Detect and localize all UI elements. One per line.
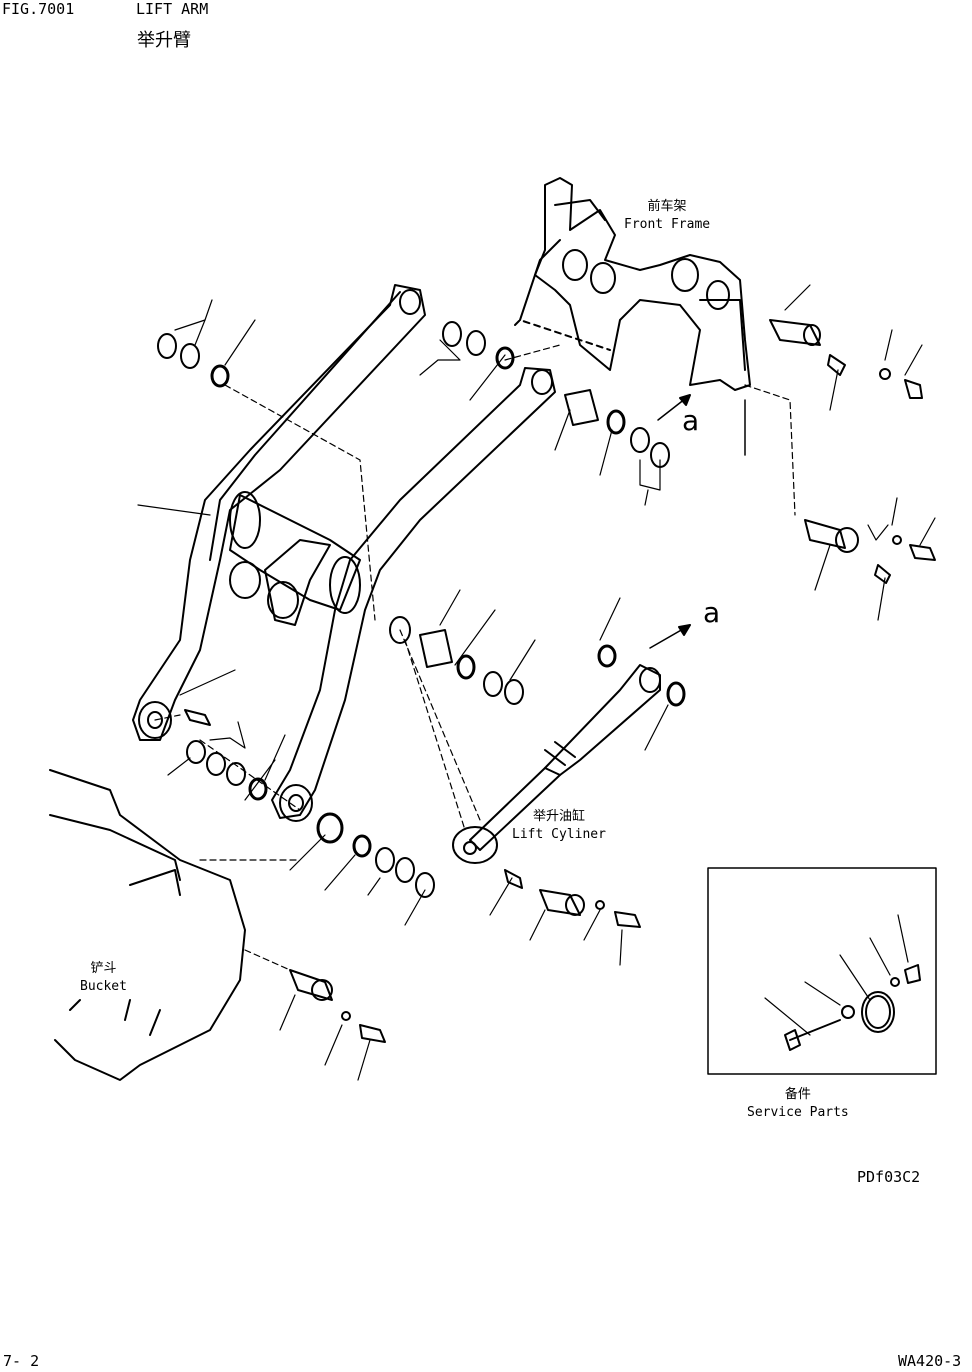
figure-number: FIG.7001 xyxy=(2,0,75,18)
lift-cylinder xyxy=(453,665,660,863)
leader-lines xyxy=(138,285,935,1080)
lift-cylinder-label-cn: 举升油缸 xyxy=(532,809,585,824)
ref-mark-a-upper: a xyxy=(682,404,700,437)
figure-title-en: LIFT ARM xyxy=(136,0,209,18)
front-frame-label: 前车架 Front Frame xyxy=(624,198,710,233)
front-frame-label-en: Front Frame xyxy=(624,216,711,232)
ref-arrow-lower xyxy=(650,625,690,648)
figure-title-cn: 举升臂 xyxy=(137,30,191,51)
service-parts-label-cn: 备件 xyxy=(784,1087,811,1102)
service-parts-box xyxy=(708,868,936,1074)
lift-cylinder-label-en: Lift Cyliner xyxy=(512,826,606,842)
bucket-label: 铲斗 Bucket xyxy=(80,960,127,995)
ref-arrow-upper xyxy=(658,395,690,420)
bucket-label-en: Bucket xyxy=(80,978,127,994)
small-parts xyxy=(158,320,935,1042)
model-number: WA420-3 xyxy=(898,1352,962,1370)
cross-tube xyxy=(230,492,360,625)
lift-cylinder-label: 举升油缸 Lift Cyliner xyxy=(512,808,606,843)
assembly-centerlines xyxy=(155,345,795,970)
front-frame-label-cn: 前车架 xyxy=(647,199,687,214)
front-frame-drawing xyxy=(515,178,750,455)
service-parts-label-en: Service Parts xyxy=(747,1104,849,1120)
service-parts-label: 备件 Service Parts xyxy=(747,1086,849,1121)
page-number: 7- 2 xyxy=(3,1352,40,1370)
drawing-code: PDf03C2 xyxy=(857,1168,921,1186)
bucket-drawing xyxy=(50,770,245,1080)
left-lift-arm xyxy=(133,285,425,740)
bucket-label-cn: 铲斗 xyxy=(90,961,117,976)
right-lift-arm xyxy=(272,368,555,821)
ref-mark-a-lower: a xyxy=(703,596,721,629)
